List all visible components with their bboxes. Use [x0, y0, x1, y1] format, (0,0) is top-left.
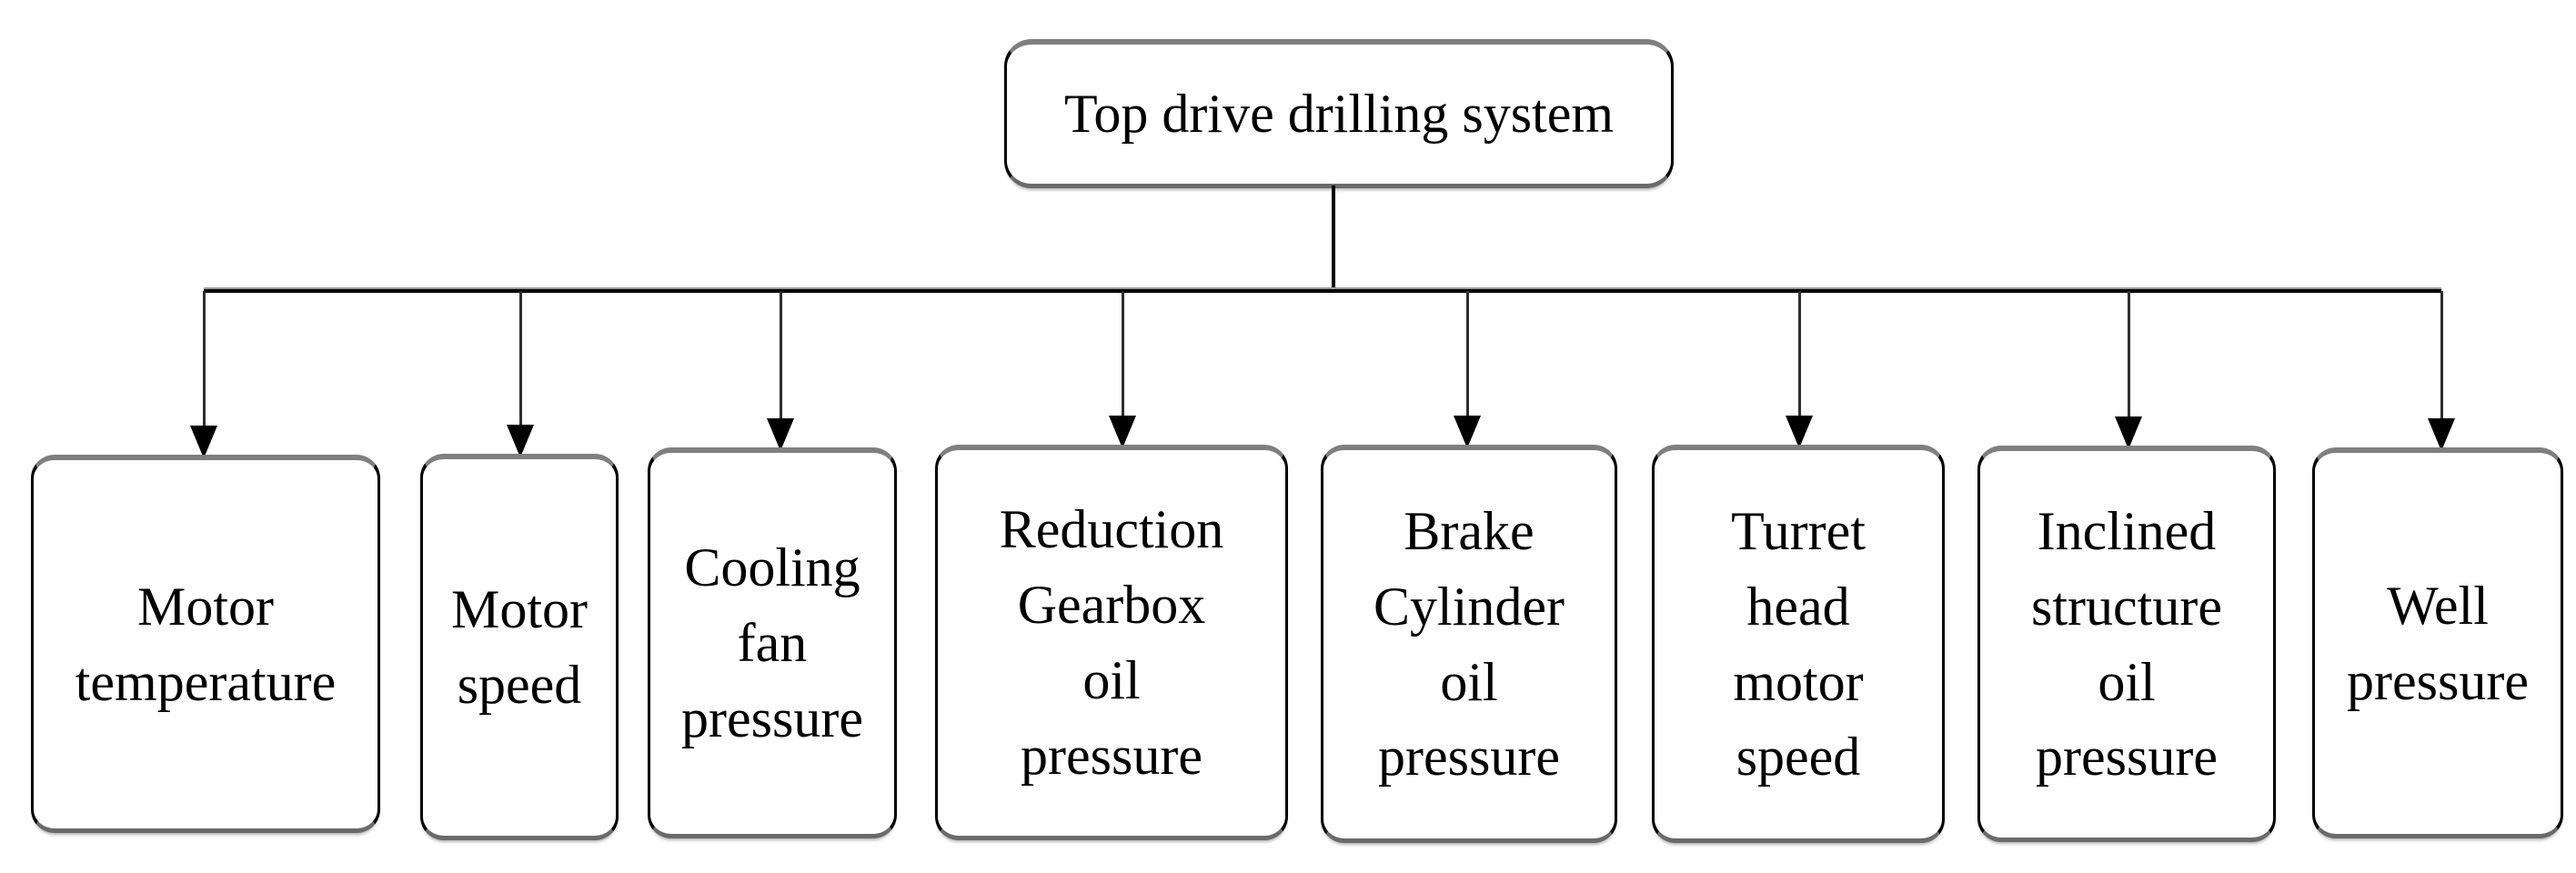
arrow-shaft — [1121, 291, 1124, 416]
arrow-head-icon — [190, 426, 217, 458]
connector-arrow-motor-speed — [507, 291, 534, 457]
root-node-label: Top drive drilling system — [1063, 84, 1615, 145]
connector-horizontal-bar — [204, 289, 2441, 293]
arrow-head-icon — [1109, 416, 1136, 448]
arrow-head-icon — [507, 425, 534, 457]
node-well-pressure: Well pressure — [2312, 447, 2563, 838]
node-motor-temperature: Motor temperature — [31, 455, 380, 833]
connector-arrow-well-pressure — [2428, 291, 2455, 451]
arrow-shaft — [1465, 291, 1469, 416]
connector-arrow-reduction-gearbox-oil-pressure — [1109, 291, 1136, 448]
arrow-shaft — [779, 291, 782, 418]
connector-arrow-brake-cylinder-oil-pressure — [1454, 291, 1481, 448]
node-top-drive-drilling-system: Top drive drilling system — [1004, 39, 1674, 188]
node-label: Cooling fan pressure — [681, 537, 863, 748]
node-label: Inclined structure oil pressure — [2031, 500, 2222, 788]
arrow-shaft — [1797, 291, 1801, 416]
node-label: Motor speed — [451, 579, 588, 715]
connector-arrow-motor-temperature — [190, 291, 217, 458]
node-label: Brake Cylinder oil pressure — [1374, 500, 1565, 788]
connector-arrow-inclined-structure-oil-pressure — [2115, 291, 2142, 449]
node-cooling-fan-pressure: Cooling fan pressure — [648, 447, 897, 838]
arrow-head-icon — [1454, 416, 1481, 448]
arrow-shaft — [202, 291, 206, 426]
node-label: Well pressure — [2347, 575, 2529, 711]
node-inclined-structure-oil-pressure: Inclined structure oil pressure — [1977, 446, 2276, 842]
node-motor-speed: Motor speed — [420, 454, 619, 840]
arrow-shaft — [2440, 291, 2443, 418]
node-label: Motor temperature — [75, 576, 337, 712]
node-reduction-gearbox-oil-pressure: Reduction Gearbox oil pressure — [935, 445, 1288, 840]
arrow-head-icon — [2428, 418, 2455, 451]
node-label: Turret head motor speed — [1731, 500, 1866, 788]
arrow-head-icon — [1786, 416, 1813, 448]
arrow-shaft — [518, 291, 522, 425]
node-brake-cylinder-oil-pressure: Brake Cylinder oil pressure — [1321, 445, 1617, 843]
arrow-head-icon — [2115, 416, 2142, 449]
connector-arrow-cooling-fan-pressure — [767, 291, 794, 451]
connector-arrow-turret-head-motor-speed — [1786, 291, 1813, 448]
node-label: Reduction Gearbox oil pressure — [999, 499, 1224, 786]
arrow-head-icon — [767, 418, 794, 451]
connector-root-stem — [1332, 186, 1335, 291]
arrow-shaft — [2127, 291, 2130, 416]
node-turret-head-motor-speed: Turret head motor speed — [1652, 445, 1945, 843]
